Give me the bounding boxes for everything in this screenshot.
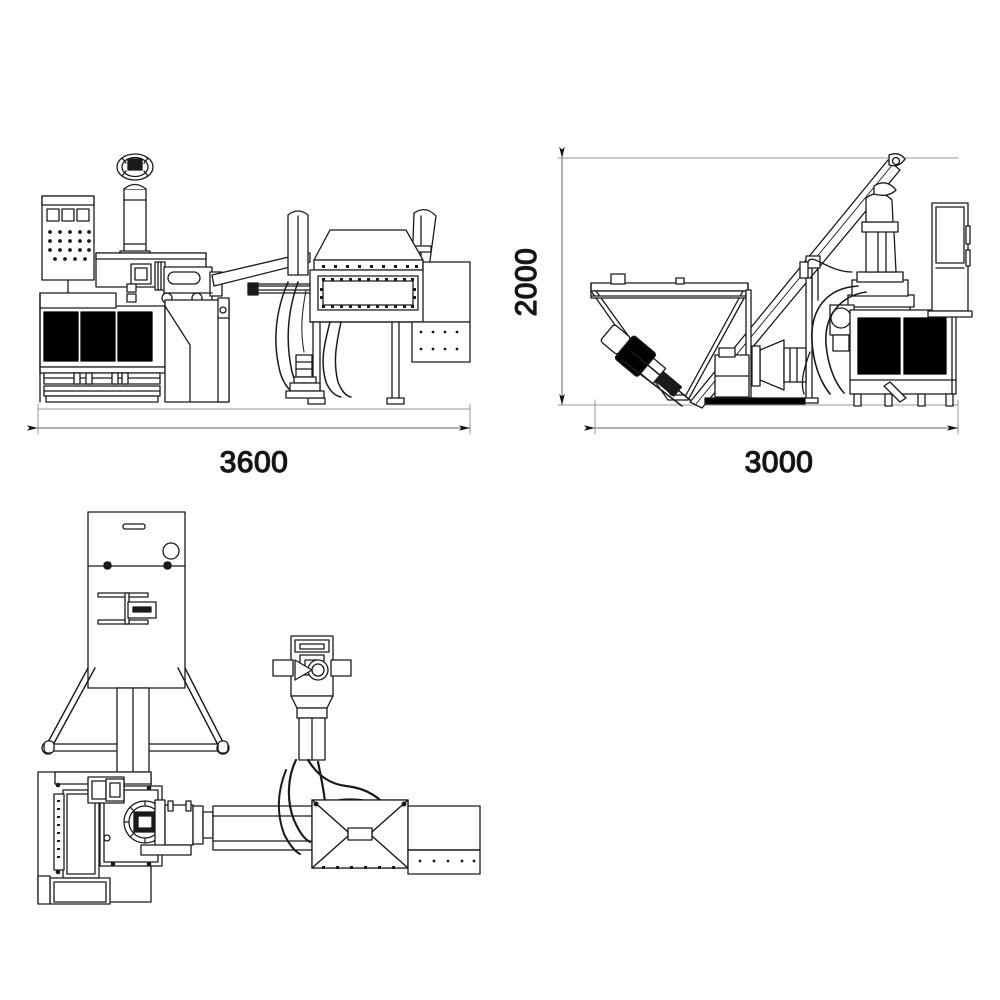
front-flexible-hoses xyxy=(275,281,352,399)
view-plan xyxy=(37,511,481,905)
front-side-stand xyxy=(164,297,230,403)
side-conveyor-legs xyxy=(704,277,819,405)
front-support-legs xyxy=(307,321,405,405)
duct-run xyxy=(140,800,334,856)
dimension-label-2000: 2000 xyxy=(510,248,543,317)
perforated-outlet-duct xyxy=(407,805,481,875)
view-front-elevation: 3600 xyxy=(27,153,471,480)
guard-perforations xyxy=(419,330,459,351)
transition-hopper xyxy=(311,799,409,869)
black-door-panel xyxy=(43,311,79,362)
duct-top-fan-unit xyxy=(116,153,154,181)
vibratory-feeder-motor xyxy=(600,324,691,407)
side-flexible-hoses xyxy=(801,258,867,395)
panel-button-grid xyxy=(48,230,91,261)
blast-cabinet-body xyxy=(39,292,166,403)
outlet-perforations xyxy=(418,859,476,863)
side-machine-base xyxy=(849,309,957,407)
support-brace-frame xyxy=(41,667,230,784)
black-door-panel xyxy=(857,317,901,375)
dimension-3000: 3000 xyxy=(584,399,959,480)
perforated-side-guard xyxy=(411,261,471,363)
black-door-panel xyxy=(903,317,947,375)
side-lower-machinery xyxy=(714,339,807,398)
control-cabinet-top xyxy=(87,511,186,689)
dimension-3600: 3600 xyxy=(27,403,471,480)
inclined-screw-conveyor xyxy=(689,153,906,409)
window-bolt-row xyxy=(320,265,418,308)
dimension-2000: 2000 xyxy=(509,147,565,406)
black-door-panel xyxy=(117,311,153,362)
rotary-flange xyxy=(123,799,167,849)
feed-hopper xyxy=(590,273,749,401)
dimension-label-3000: 3000 xyxy=(745,446,814,479)
electrical-cabinet xyxy=(927,202,973,395)
rotary-airlock-plan xyxy=(272,635,352,761)
dimension-label-3600: 3600 xyxy=(220,446,289,479)
view-side-elevation: 3000 2000 xyxy=(509,147,973,480)
front-stack-pipes xyxy=(287,209,437,276)
black-door-panel xyxy=(80,311,116,362)
separator-hood xyxy=(309,229,428,323)
drive-motor xyxy=(87,776,125,804)
control-panel-cabinet xyxy=(41,195,95,313)
